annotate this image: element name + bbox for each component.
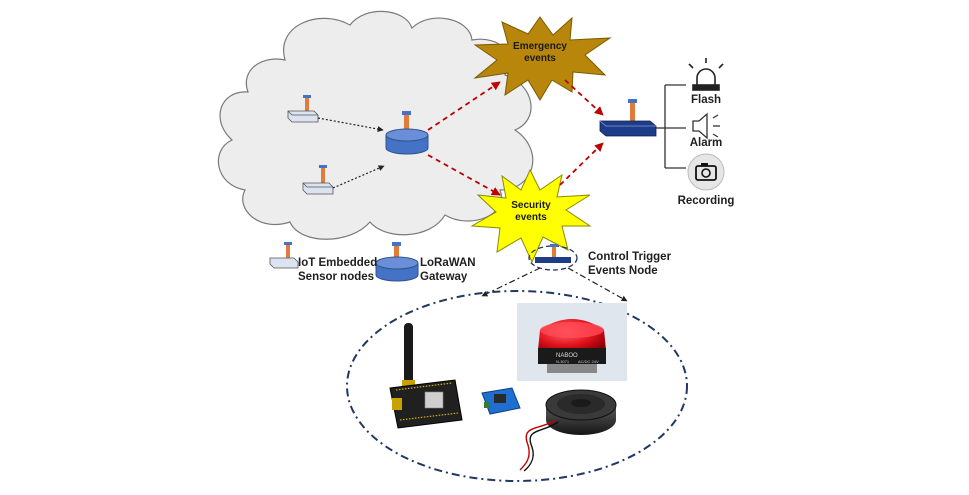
beacon-model-text: N-3071 <box>556 359 570 364</box>
emergency-label-line1: Emergency <box>513 41 567 52</box>
emergency-label-line2: events <box>524 53 556 64</box>
legend-sensor-line2: Sensor nodes <box>298 271 375 283</box>
legend-sensor-line1: IoT Embedded <box>298 257 378 269</box>
legend-gateway-line2: Gateway <box>420 271 468 283</box>
security-events-label: Security events <box>496 200 566 224</box>
legend-sensor-node-icon <box>269 242 299 269</box>
control-node-line1: Control Trigger <box>588 251 672 263</box>
control-trigger-node <box>599 99 657 137</box>
hardware-detail-ellipse <box>346 290 688 482</box>
beacon-light-photo: NABOO N-3071 AC/DC 24V <box>517 303 627 381</box>
security-label-line2: events <box>515 212 547 223</box>
sensor-to-gateway-link <box>317 117 384 132</box>
security-events-burst <box>470 168 592 264</box>
recording-camera-icon <box>687 153 725 191</box>
alarm-label: Alarm <box>689 137 723 149</box>
flash-siren-icon <box>688 58 724 91</box>
projection-line-right <box>567 267 628 302</box>
beacon-brand-text: NABOO <box>556 353 578 359</box>
recording-label: Recording <box>677 195 735 207</box>
actuator-branch-lines <box>656 84 686 169</box>
legend-gateway-icon <box>375 242 419 282</box>
gateway-to-security-arrow <box>427 154 501 196</box>
control-node-line2: Events Node <box>588 265 658 277</box>
control-node-small <box>528 244 578 271</box>
security-to-control-arrow <box>559 142 604 186</box>
legend-gateway-label: LoRaWAN Gateway <box>420 256 490 284</box>
sensor-to-gateway-link <box>332 165 385 189</box>
legend-sensor-nodes-label: IoT Embedded Sensor nodes <box>298 256 378 284</box>
buzzer-photo <box>519 389 617 472</box>
alarm-speaker-icon <box>692 112 720 140</box>
legend-gateway-line1: LoRaWAN <box>420 257 476 269</box>
projection-line-left <box>481 267 541 297</box>
emergency-events-burst <box>473 16 612 101</box>
sensor-node-lower <box>302 165 334 195</box>
sensor-node-upper <box>287 95 319 123</box>
beacon-voltage-text: AC/DC 24V <box>578 359 599 364</box>
relay-module-photo <box>481 387 521 415</box>
emergency-events-label: Emergency events <box>505 41 575 65</box>
control-node-label: Control Trigger Events Node <box>588 250 688 278</box>
flash-label: Flash <box>690 94 722 106</box>
lorawan-gateway <box>385 111 429 155</box>
gateway-to-emergency-arrow <box>427 81 501 131</box>
lora-board-photo <box>389 323 463 429</box>
security-label-line1: Security <box>511 200 551 211</box>
